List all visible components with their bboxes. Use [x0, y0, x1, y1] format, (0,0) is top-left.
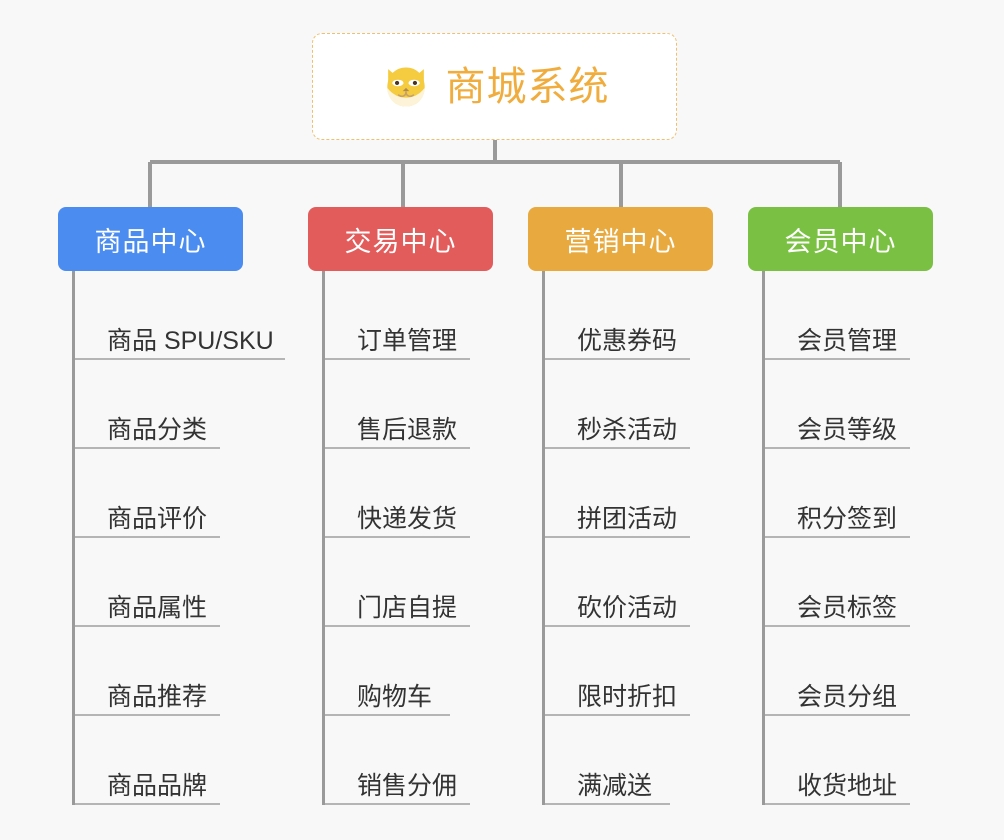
column-marketing-center: 营销中心 优惠券码 秒杀活动 拼团活动 砍价活动 限时折扣 满减送: [528, 207, 748, 821]
list-item[interactable]: 商品属性: [75, 538, 220, 627]
category-header-marketing-center[interactable]: 营销中心: [528, 207, 713, 271]
category-header-trade-center[interactable]: 交易中心: [308, 207, 493, 271]
list-item[interactable]: 优惠券码: [545, 271, 690, 360]
list-item-label: 收货地址: [797, 771, 898, 800]
list-item-label: 会员管理: [797, 326, 898, 355]
category-header-label: 商品中心: [94, 226, 207, 257]
list-item[interactable]: 购物车: [325, 627, 450, 716]
list-item[interactable]: 砍价活动: [545, 538, 690, 627]
category-header-product-center[interactable]: 商品中心: [58, 207, 243, 271]
list-item[interactable]: 商品品牌: [75, 716, 220, 805]
root-node[interactable]: 商城系统: [312, 33, 677, 140]
list-item-label: 门店自提: [357, 593, 458, 622]
list-item-label: 砍价活动: [577, 593, 678, 622]
category-header-label: 会员中心: [784, 226, 897, 257]
list-item-label: 会员标签: [797, 593, 898, 622]
list-item[interactable]: 会员等级: [765, 360, 910, 449]
list-item-label: 优惠券码: [577, 326, 678, 355]
item-list-member-center: 会员管理 会员等级 积分签到 会员标签 会员分组 收货地址: [762, 271, 968, 805]
list-item[interactable]: 商品分类: [75, 360, 220, 449]
column-product-center: 商品中心 商品 SPU/SKU 商品分类 商品评价 商品属性 商品推荐 商品品牌: [58, 207, 285, 821]
list-item[interactable]: 会员标签: [765, 538, 910, 627]
list-item-label: 会员等级: [797, 415, 898, 444]
list-item-label: 商品品牌: [107, 771, 208, 800]
list-item-label: 商品评价: [107, 504, 208, 533]
list-item-label: 拼团活动: [577, 504, 678, 533]
list-item[interactable]: 订单管理: [325, 271, 470, 360]
category-header-label: 营销中心: [564, 226, 677, 257]
list-item-label: 秒杀活动: [577, 415, 678, 444]
column-member-center: 会员中心 会员管理 会员等级 积分签到 会员标签 会员分组 收货地址: [748, 207, 968, 821]
list-item[interactable]: 售后退款: [325, 360, 470, 449]
list-item[interactable]: 秒杀活动: [545, 360, 690, 449]
list-item[interactable]: 限时折扣: [545, 627, 690, 716]
column-trade-center: 交易中心 订单管理 售后退款 快递发货 门店自提 购物车 销售分佣: [308, 207, 528, 821]
category-header-member-center[interactable]: 会员中心: [748, 207, 933, 271]
item-list-trade-center: 订单管理 售后退款 快递发货 门店自提 购物车 销售分佣: [322, 271, 528, 805]
list-item[interactable]: 会员管理: [765, 271, 910, 360]
list-item-label: 商品 SPU/SKU: [107, 326, 274, 355]
root-title: 商城系统: [445, 64, 610, 109]
list-item-label: 会员分组: [797, 682, 898, 711]
item-list-marketing-center: 优惠券码 秒杀活动 拼团活动 砍价活动 限时折扣 满减送: [542, 271, 748, 805]
list-item[interactable]: 会员分组: [765, 627, 910, 716]
list-item-label: 商品属性: [107, 593, 208, 622]
shiba-dog-face-icon: [386, 67, 425, 106]
list-item-label: 积分签到: [797, 504, 898, 533]
list-item[interactable]: 商品推荐: [75, 627, 220, 716]
list-item-label: 快递发货: [357, 504, 458, 533]
list-item[interactable]: 快递发货: [325, 449, 470, 538]
list-item-label: 购物车: [357, 682, 433, 711]
list-item[interactable]: 销售分佣: [325, 716, 470, 805]
list-item-label: 满减送: [577, 771, 653, 800]
list-item-label: 限时折扣: [577, 682, 678, 711]
list-item-label: 销售分佣: [357, 771, 458, 800]
list-item-label: 订单管理: [357, 326, 458, 355]
list-item[interactable]: 商品 SPU/SKU: [75, 271, 285, 360]
list-item[interactable]: 拼团活动: [545, 449, 690, 538]
list-item[interactable]: 商品评价: [75, 449, 220, 538]
list-item-label: 商品推荐: [107, 682, 208, 711]
list-item[interactable]: 门店自提: [325, 538, 470, 627]
list-item-label: 商品分类: [107, 415, 208, 444]
list-item[interactable]: 收货地址: [765, 716, 910, 805]
category-header-label: 交易中心: [344, 226, 457, 257]
item-list-product-center: 商品 SPU/SKU 商品分类 商品评价 商品属性 商品推荐 商品品牌: [72, 271, 285, 805]
list-item[interactable]: 积分签到: [765, 449, 910, 538]
list-item-label: 售后退款: [357, 415, 458, 444]
list-item[interactable]: 满减送: [545, 716, 670, 805]
